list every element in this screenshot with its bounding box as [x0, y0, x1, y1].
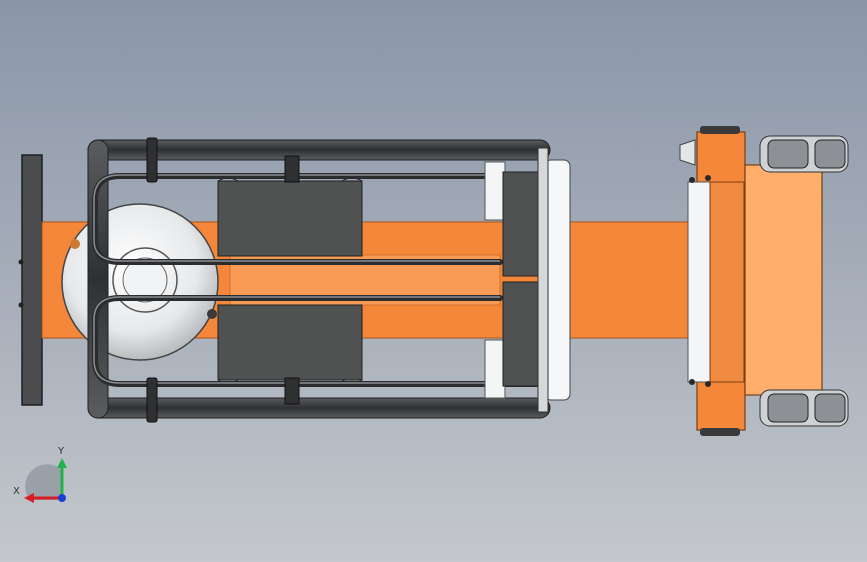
head-panel — [744, 164, 823, 396]
dark-guide-block-top — [502, 171, 544, 277]
axis-triad: Y X — [13, 446, 67, 503]
inner-rail-highlights — [93, 174, 548, 384]
dark-guide-block-bottom — [502, 281, 544, 387]
x-axis-arrowhead-icon — [24, 493, 34, 503]
drum-hub-ring — [112, 247, 178, 313]
head-nozzle — [679, 139, 696, 166]
drum-hub — [122, 257, 168, 303]
triad-plane-icon — [25, 464, 62, 500]
front-bracket — [537, 147, 549, 413]
drum-bolt — [70, 239, 80, 249]
white-guide-bottom — [484, 339, 506, 399]
end-plate-bolt — [18, 259, 24, 265]
rail-clamps — [146, 137, 300, 423]
seat-block-top — [217, 180, 363, 257]
end-plate-bolt — [18, 302, 24, 308]
left-end-plate — [21, 154, 43, 406]
head-bolts — [689, 175, 711, 387]
head-corner-caps — [700, 126, 740, 436]
y-axis-label: Y — [57, 446, 65, 457]
front-white-panel — [544, 159, 571, 401]
drum-bolt — [207, 309, 217, 319]
y-axis-arrowhead-icon — [57, 458, 67, 468]
x-axis-label: X — [13, 486, 20, 497]
white-guide-top — [484, 161, 506, 221]
seat-block-bottom — [217, 304, 363, 381]
wheel-bottom — [759, 389, 849, 427]
head-side-strip — [709, 181, 745, 383]
wheel-top — [759, 135, 849, 173]
z-axis-dot-icon — [58, 494, 66, 502]
